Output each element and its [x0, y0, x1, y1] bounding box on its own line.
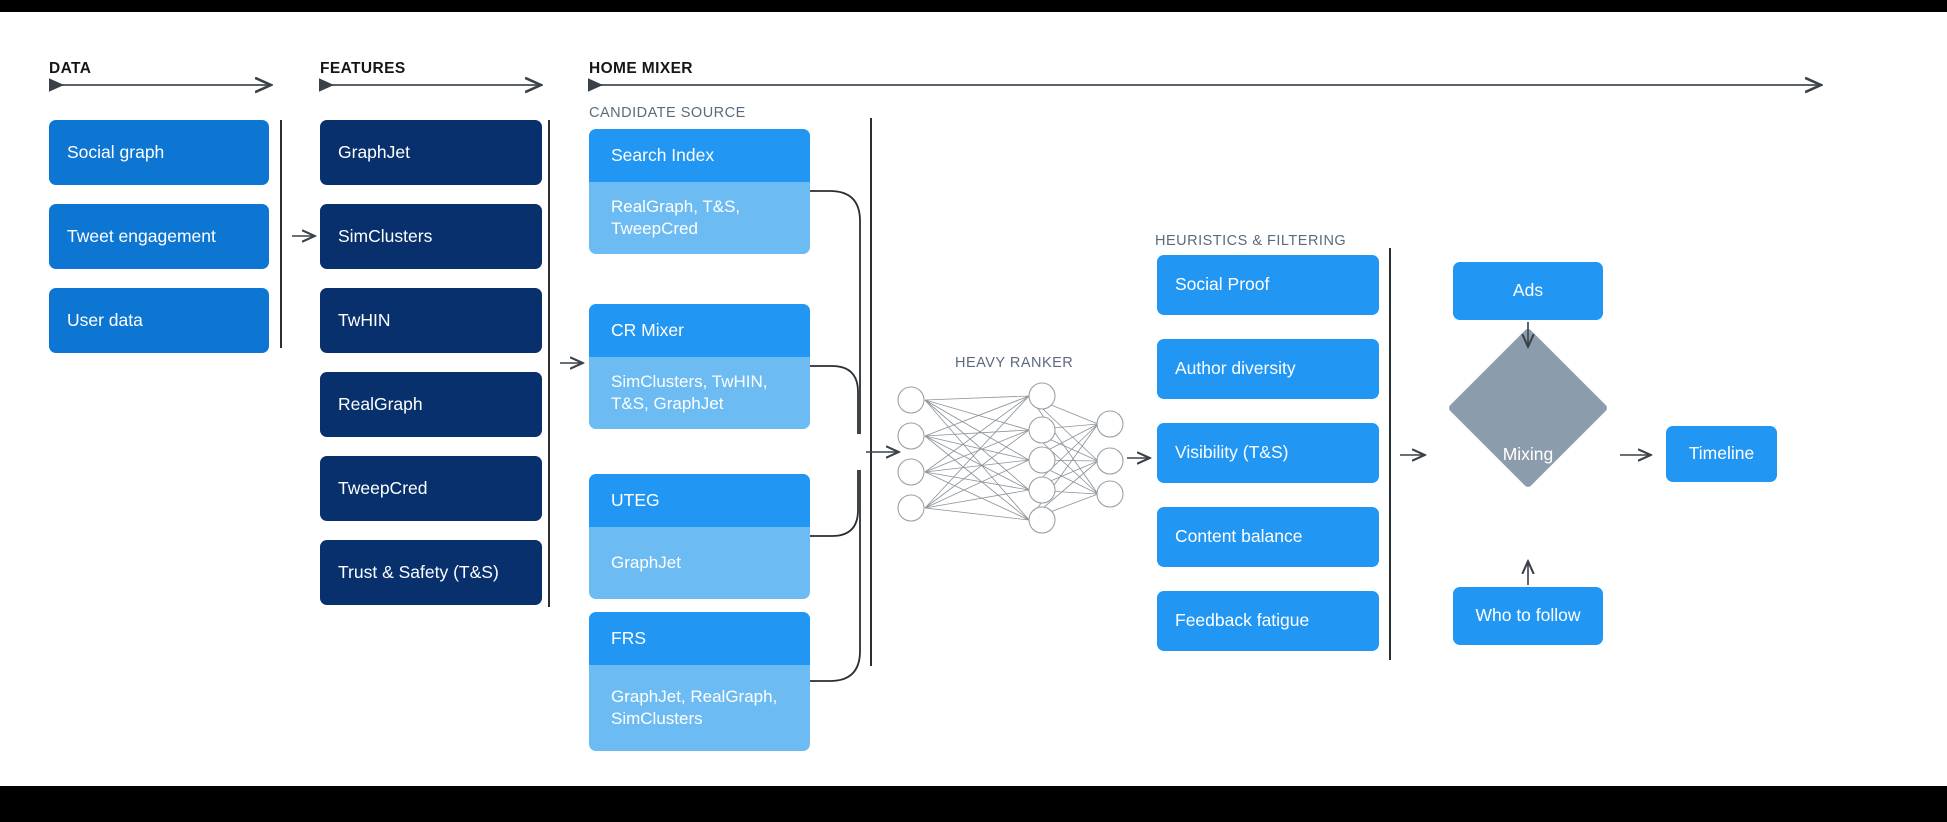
feature-box-realgraph[interactable]: RealGraph: [320, 372, 542, 437]
subsection-title-candidate-source: CANDIDATE SOURCE: [589, 105, 746, 121]
mixing-label: Mixing: [1502, 443, 1554, 464]
feature-box-graphjet[interactable]: GraphJet: [320, 120, 542, 185]
candidate-source-features: SimClusters, TwHIN, T&S, GraphJet: [589, 357, 810, 429]
candidate-source-card-search-index[interactable]: Search Index RealGraph, T&S, TweepCred: [589, 129, 810, 254]
heavy-ranker-network: [924, 395, 1099, 521]
candidate-source-title: CR Mixer: [589, 304, 810, 357]
candidate-source-title: FRS: [589, 612, 810, 665]
who-to-follow-label: Who to follow: [1475, 605, 1581, 626]
divider-features-mixer: [548, 120, 550, 607]
data-box-user-data[interactable]: User data: [49, 288, 269, 353]
heuristic-box-author-diversity[interactable]: Author diversity: [1157, 339, 1379, 399]
candidate-source-features: RealGraph, T&S, TweepCred: [589, 182, 810, 254]
ads-box[interactable]: Ads: [1453, 262, 1603, 320]
data-box-tweet-engagement[interactable]: Tweet engagement: [49, 204, 269, 269]
data-box-social-graph[interactable]: Social graph: [49, 120, 269, 185]
candidate-source-title: Search Index: [589, 129, 810, 182]
section-title-home-mixer: HOME MIXER: [589, 60, 693, 77]
candidate-source-features: GraphJet: [589, 527, 810, 599]
heuristic-box-label: Feedback fatigue: [1175, 610, 1310, 631]
feature-box-label: Trust & Safety (T&S): [338, 561, 499, 582]
feature-box-trust-and-safety[interactable]: Trust & Safety (T&S): [320, 540, 542, 605]
candidate-source-card-uteg[interactable]: UTEG GraphJet: [589, 474, 810, 599]
feature-box-twhin[interactable]: TwHIN: [320, 288, 542, 353]
section-title-features: FEATURES: [320, 60, 406, 77]
divider-mixer-ranker: [870, 118, 872, 666]
heuristic-box-visibility[interactable]: Visibility (T&S): [1157, 423, 1379, 483]
who-to-follow-box[interactable]: Who to follow: [1453, 587, 1603, 645]
divider-data-features: [280, 120, 282, 348]
heuristic-box-feedback-fatigue[interactable]: Feedback fatigue: [1157, 591, 1379, 651]
heuristic-box-label: Author diversity: [1175, 358, 1296, 379]
subsection-title-heavy-ranker: HEAVY RANKER: [955, 355, 1074, 371]
candidate-source-card-frs[interactable]: FRS GraphJet, RealGraph, SimClusters: [589, 612, 810, 751]
heuristic-box-label: Visibility (T&S): [1175, 442, 1289, 463]
subsection-title-heuristics: HEURISTICS & FILTERING: [1155, 233, 1347, 249]
candidate-source-card-cr-mixer[interactable]: CR Mixer SimClusters, TwHIN, T&S, GraphJ…: [589, 304, 810, 429]
feature-box-simclusters[interactable]: SimClusters: [320, 204, 542, 269]
heuristic-box-social-proof[interactable]: Social Proof: [1157, 255, 1379, 315]
heuristic-box-content-balance[interactable]: Content balance: [1157, 507, 1379, 567]
bottom-black-bar: [0, 786, 1947, 822]
candidate-source-features: GraphJet, RealGraph, SimClusters: [589, 665, 810, 751]
mixing-label-wrap: Mixing: [1453, 437, 1603, 471]
top-black-bar: [0, 0, 1947, 12]
feature-box-label: RealGraph: [338, 393, 423, 414]
section-title-data: DATA: [49, 60, 92, 77]
heuristic-box-label: Content balance: [1175, 526, 1303, 547]
data-box-label: Social graph: [67, 141, 165, 162]
divider-heuristics-mixing: [1389, 248, 1391, 660]
candidate-source-connectors: [810, 190, 861, 682]
data-box-label: Tweet engagement: [67, 225, 216, 246]
heavy-ranker-nodes: [897, 382, 1124, 534]
feature-box-label: TwHIN: [338, 309, 391, 330]
feature-box-tweepcred[interactable]: TweepCred: [320, 456, 542, 521]
candidate-source-title: UTEG: [589, 474, 810, 527]
data-box-label: User data: [67, 309, 143, 330]
feature-box-label: TweepCred: [338, 477, 428, 498]
feature-box-label: GraphJet: [338, 141, 410, 162]
feature-box-label: SimClusters: [338, 225, 433, 246]
ads-label: Ads: [1512, 280, 1544, 301]
heuristic-box-label: Social Proof: [1175, 274, 1270, 295]
timeline-box[interactable]: Timeline: [1666, 426, 1777, 482]
timeline-label: Timeline: [1688, 443, 1755, 464]
